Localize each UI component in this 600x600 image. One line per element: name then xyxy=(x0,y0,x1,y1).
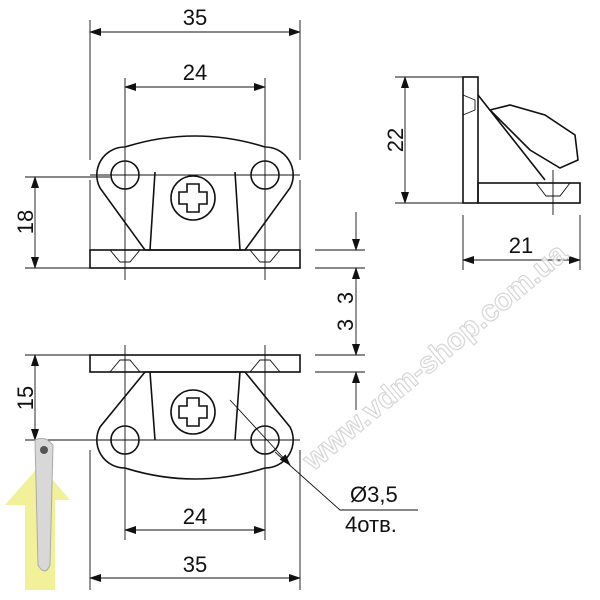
watermark: www.vdm-shop.com.ua xyxy=(296,237,574,478)
screw-head xyxy=(170,175,216,221)
side-view xyxy=(462,76,581,215)
dim-15: 15 xyxy=(13,386,38,410)
brand-logo xyxy=(5,437,70,590)
bottom-view xyxy=(89,345,301,480)
dim-18: 18 xyxy=(13,210,38,234)
hole-count: 4отв. xyxy=(345,512,397,537)
dim-3-top: 3 xyxy=(333,292,358,304)
dim-top-35: 35 xyxy=(183,5,207,30)
dim-3-bottom: 3 xyxy=(333,319,358,331)
dimension-lines xyxy=(25,20,581,590)
dim-22: 22 xyxy=(383,128,408,152)
top-view xyxy=(89,135,301,280)
dim-top-24: 24 xyxy=(183,60,207,85)
hole-diameter: Ø3,5 xyxy=(350,482,398,507)
dim-21: 21 xyxy=(509,233,533,258)
dim-bottom-35: 35 xyxy=(183,552,207,577)
dim-bottom-24: 24 xyxy=(183,504,207,529)
